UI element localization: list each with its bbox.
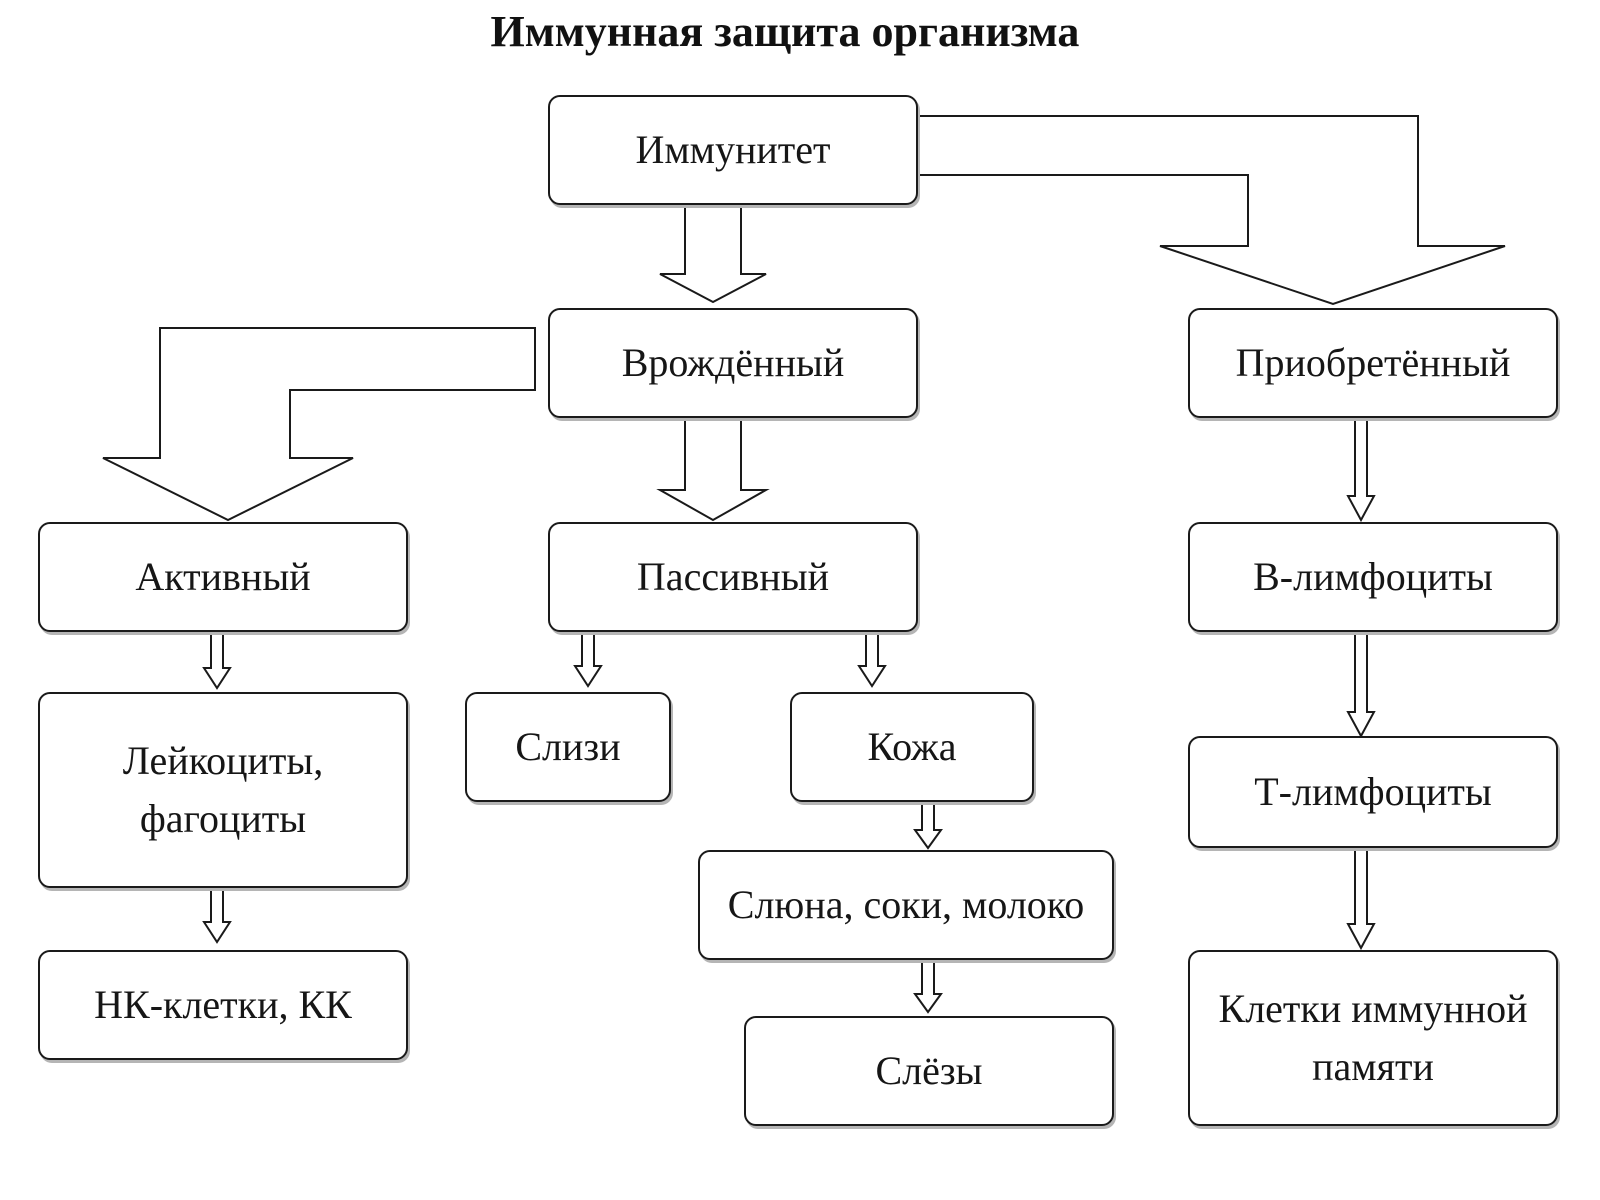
arrow-skin-to-saliva — [913, 799, 943, 850]
node-mucus-label: Слизи — [515, 724, 621, 769]
node-saliva-label: Слюна, соки, молоко — [727, 882, 1085, 927]
node-nk-cells-label: НК-клетки, КК — [94, 982, 352, 1027]
arrow-immunity-to-acquired — [895, 115, 1506, 306]
arrow-passive-to-mucus — [573, 627, 603, 688]
arrow-acquired-to-b — [1346, 417, 1376, 523]
diagram-title: Иммунная защита организма — [490, 7, 1080, 56]
node-acquired-label: Приобретённый — [1235, 340, 1511, 385]
node-tears: Слёзы — [744, 1016, 1114, 1126]
node-immunity: Иммунитет — [548, 95, 918, 205]
node-mucus: Слизи — [465, 692, 671, 802]
node-innate: Врождённый — [548, 308, 918, 418]
node-b-lymphocytes-label: В-лимфоциты — [1253, 554, 1493, 599]
node-t-lymphocytes-label: Т-лимфоциты — [1254, 769, 1492, 814]
node-saliva: Слюна, соки, молоко — [698, 850, 1114, 960]
node-b-lymphocytes: В-лимфоциты — [1188, 522, 1558, 632]
node-memory-cells: Клетки иммунной памяти — [1188, 950, 1558, 1126]
node-leukocytes: Лейкоциты, фагоциты — [38, 692, 408, 888]
node-leukocytes-label: Лейкоциты, фагоциты — [122, 738, 324, 841]
arrow-innate-to-active — [102, 327, 536, 522]
node-passive-label: Пассивный — [636, 554, 830, 599]
node-active: Активный — [38, 522, 408, 632]
node-passive: Пассивный — [548, 522, 918, 632]
node-active-label: Активный — [135, 554, 311, 599]
node-skin-label: Кожа — [867, 724, 957, 769]
node-acquired: Приобретённый — [1188, 308, 1558, 418]
node-immunity-label: Иммунитет — [635, 127, 831, 172]
arrow-active-to-leukocytes — [202, 627, 232, 690]
arrow-saliva-to-tears — [913, 954, 943, 1014]
node-skin: Кожа — [790, 692, 1034, 802]
arrow-t-to-memory — [1346, 845, 1376, 951]
arrow-immunity-to-innate — [659, 199, 767, 304]
node-memory-cells-label: Клетки иммунной памяти — [1218, 986, 1528, 1089]
node-t-lymphocytes: Т-лимфоциты — [1188, 736, 1558, 848]
node-innate-label: Врождённый — [621, 340, 845, 385]
node-nk-cells: НК-клетки, КК — [38, 950, 408, 1060]
node-tears-label: Слёзы — [875, 1048, 983, 1093]
arrow-b-to-t — [1346, 627, 1376, 739]
arrow-passive-to-skin — [857, 627, 887, 688]
arrow-leukocytes-to-nk — [202, 883, 232, 944]
arrow-innate-to-passive — [656, 417, 770, 522]
